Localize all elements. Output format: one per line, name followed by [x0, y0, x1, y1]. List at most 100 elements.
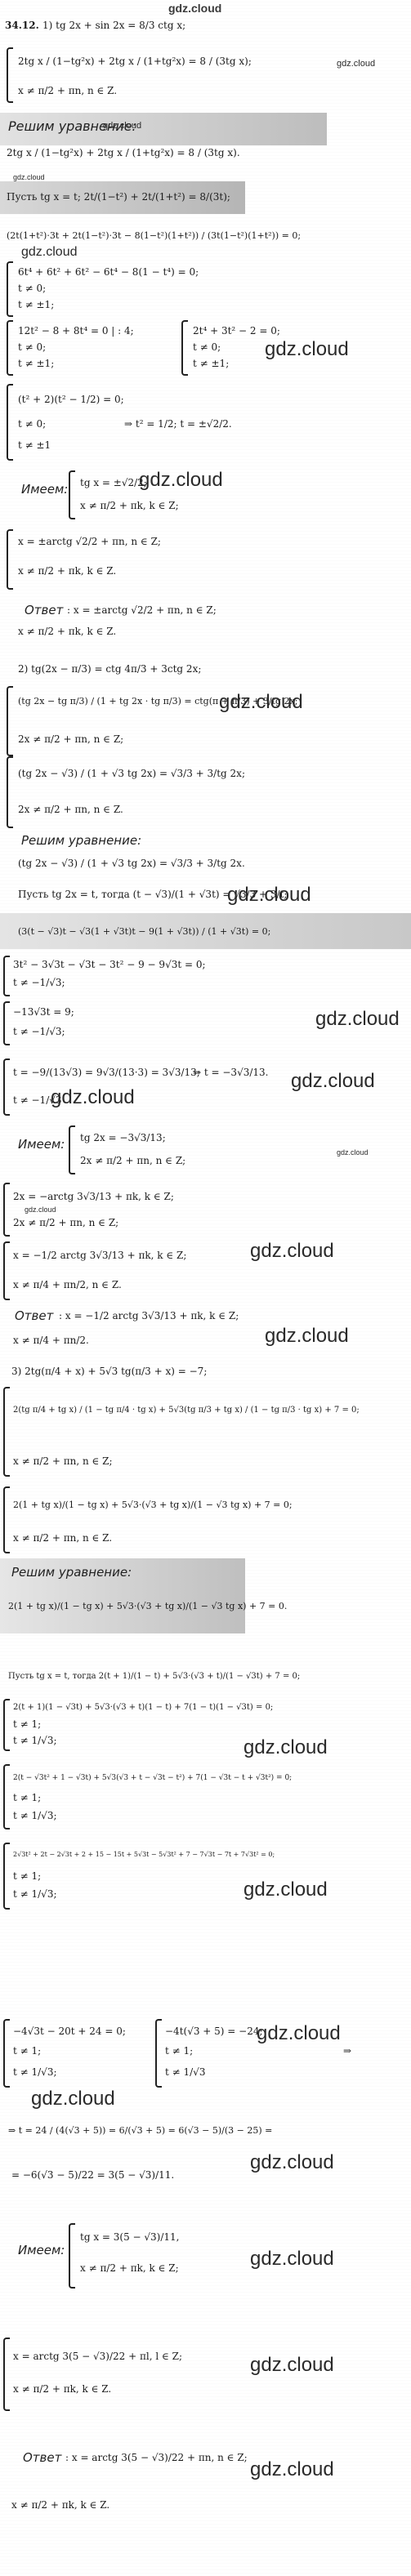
math-line: x ≠ π/2 + πn, n ∈ Z.	[18, 85, 118, 96]
math-line: (2t(1+t²)·3t + 2t(1−t²)·3t − 8(1−t²)(1+t…	[7, 230, 302, 241]
watermark: gdz.cloud	[227, 884, 311, 906]
system-brace	[7, 320, 13, 376]
system-brace	[3, 1699, 10, 1751]
system-brace	[3, 1764, 10, 1829]
section-header: Решим уравнение:	[8, 118, 136, 134]
math-line: t ≠ 1;	[13, 1792, 42, 1803]
math-line: 2(1 + tg x)/(1 − tg x) + 5√3·(√3 + tg x)…	[8, 1601, 288, 1611]
system-brace	[7, 756, 13, 828]
math-line: t ≠ 1;	[13, 1870, 42, 1882]
section-header: Решим уравнение:	[21, 833, 142, 848]
system-brace	[69, 1125, 75, 1174]
math-line: ⇒	[343, 2045, 352, 2057]
part3-equation: 3) 2tg(π/4 + x) + 5√3 tg(π/3 + x) = −7;	[11, 1366, 208, 1377]
part1-equation: 1) tg 2x + sin 2x = 8/3 ctg x;	[42, 20, 186, 31]
math-line: ⇒ t = 24 / (4(√3 + 5)) = 6/(√3 + 5) = 6(…	[8, 2125, 273, 2136]
math-line: t ≠ 0;	[193, 341, 221, 353]
system-brace	[181, 320, 188, 376]
watermark: gdz.cloud	[31, 2088, 115, 2110]
answer: x ≠ π/2 + πk, k ∈ Z.	[18, 626, 117, 637]
math-line: (tg 2x − √3) / (1 + √3 tg 2x) = √3/3 + 3…	[18, 858, 245, 869]
watermark: gdz.cloud	[291, 1070, 375, 1092]
part2-equation: 2) tg(2x − π/3) = ctg 4π/3 + 3ctg 2x;	[18, 663, 202, 675]
math-line: 3t² − 3√3t − √3t − 3t² − 9 − 9√3t = 0;	[13, 959, 206, 970]
system-brace	[7, 384, 13, 461]
answer: : x = −1/2 arctg 3√3/13 + πk, k ∈ Z;	[59, 1310, 239, 1321]
system-brace	[3, 1387, 10, 1477]
math-line: t ≠ ±1;	[193, 358, 230, 369]
math-line: 6t⁴ + 6t² + 6t² − 6t⁴ − 8(1 − t⁴) = 0;	[18, 266, 199, 278]
math-line: t ≠ −1/√3	[13, 1094, 62, 1106]
system-brace	[7, 529, 13, 590]
watermark: gdz.cloud	[337, 1148, 369, 1157]
watermark: gdz.cloud	[103, 121, 142, 131]
math-line: x ≠ π/2 + πn, n ∈ Z.	[13, 1532, 113, 1544]
math-line: 2x = −arctg 3√3/13 + πk, k ∈ Z;	[13, 1191, 174, 1202]
math-line: (tg 2x − tg π/3) / (1 + tg 2x · tg π/3) …	[18, 696, 298, 706]
site-label-top: gdz.cloud	[168, 2, 222, 15]
watermark: gdz.cloud	[250, 1240, 334, 1262]
section-header: Имеем:	[18, 2243, 65, 2257]
math-line: x = ±arctg √2/2 + πn, n ∈ Z;	[18, 536, 161, 547]
section-header: Имеем:	[21, 482, 69, 497]
math-line: x ≠ π/2 + πn, n ∈ Z;	[13, 1455, 113, 1467]
watermark: gdz.cloud	[243, 1879, 328, 1901]
watermark: gdz.cloud	[243, 1736, 328, 1758]
substitution: Пусть tg 2x = t, тогда (t − √3)/(1 + √3t…	[18, 889, 288, 900]
watermark: gdz.cloud	[21, 245, 78, 259]
section-header: Решим уравнение:	[11, 1565, 132, 1580]
watermark: gdz.cloud	[265, 338, 349, 360]
watermark: gdz.cloud	[257, 2022, 341, 2044]
math-line: x ≠ π/2 + πk, k ∈ Z;	[80, 2262, 179, 2274]
math-line: 2x ≠ π/2 + πn, n ∈ Z.	[18, 804, 123, 815]
watermark: gdz.cloud	[265, 1325, 349, 1347]
math-line: x ≠ π/4 + πn/2, n ∈ Z.	[13, 1279, 122, 1290]
math-line: 2x ≠ π/2 + πn, n ∈ Z;	[18, 733, 124, 745]
watermark: gdz.cloud	[13, 173, 45, 181]
math-line: ⇒ t = −3√3/13.	[193, 1067, 269, 1078]
system-brace	[3, 1001, 10, 1045]
system-brace	[3, 2338, 10, 2411]
answer: : x = ±arctg √2/2 + πn, n ∈ Z;	[67, 604, 217, 616]
math-line: −13√3t = 9;	[13, 1006, 74, 1018]
math-line: (tg 2x − √3) / (1 + √3 tg 2x) = √3/3 + 3…	[18, 768, 245, 779]
math-line: t ≠ 0;	[18, 341, 47, 353]
math-line: 2x ≠ π/2 + πn, n ∈ Z;	[80, 1155, 186, 1166]
math-line: t ≠ ±1;	[18, 299, 55, 310]
math-line: 2(t + 1)(1 − √3t) + 5√3·(√3 + t)(1 − t) …	[13, 1703, 274, 1712]
system-brace	[69, 2223, 75, 2289]
watermark: gdz.cloud	[250, 2354, 334, 2376]
answer: : x = arctg 3(5 − √3)/22 + πn, n ∈ Z;	[65, 2452, 248, 2463]
system-brace	[69, 470, 75, 519]
math-line: t ≠ 1/√3;	[13, 2066, 57, 2078]
system-brace	[3, 956, 10, 996]
math-line: (3(t − √3)t − √3(1 + √3t)t − 9(1 + √3t))…	[18, 926, 271, 937]
system-brace	[3, 1843, 10, 1910]
math-line: t ≠ −1/√3;	[13, 977, 65, 988]
watermark: gdz.cloud	[250, 2151, 334, 2173]
math-line: = −6(√3 − 5)/22 = 3(5 − √3)/11.	[11, 2169, 175, 2181]
system-brace	[3, 2019, 10, 2088]
math-line: tg x = 3(5 − √3)/11,	[80, 2231, 180, 2243]
math-line: t ≠ 1/√3;	[13, 1810, 57, 1821]
math-line: t = −9/(13√3) = 9√3/(13·3) = 3√3/13;	[13, 1067, 200, 1078]
answer: x ≠ π/4 + πn/2.	[13, 1335, 89, 1346]
math-line: t ≠ 1;	[165, 2045, 194, 2057]
math-line: (t² + 2)(t² − 1/2) = 0;	[18, 394, 124, 405]
math-line: tg 2x = −3√3/13;	[80, 1132, 166, 1143]
math-line: t ≠ 1;	[13, 2045, 42, 2057]
section-header: Имеем:	[18, 1137, 65, 1152]
math-line: t ≠ −1/√3;	[13, 1026, 65, 1037]
highlight-band	[0, 913, 411, 949]
math-line: t ≠ ±1;	[18, 358, 55, 369]
watermark: gdz.cloud	[139, 469, 223, 491]
math-line: 2√3t² + 2t − 2√3t + 2 + 15 − 15t + 5√3t …	[13, 1851, 275, 1858]
math-line: x ≠ π/2 + πk, k ∈ Z.	[13, 2383, 112, 2395]
system-brace	[3, 1486, 10, 1553]
answer-label: Ответ	[23, 2450, 62, 2465]
math-line: 2x ≠ π/2 + πn, n ∈ Z;	[13, 1217, 119, 1228]
math-line: 2tg x / (1−tg²x) + 2tg x / (1+tg²x) = 8 …	[7, 147, 240, 158]
answer-label: Ответ	[25, 603, 64, 617]
math-line: x = arctg 3(5 − √3)/22 + πl, l ∈ Z;	[13, 2351, 183, 2362]
